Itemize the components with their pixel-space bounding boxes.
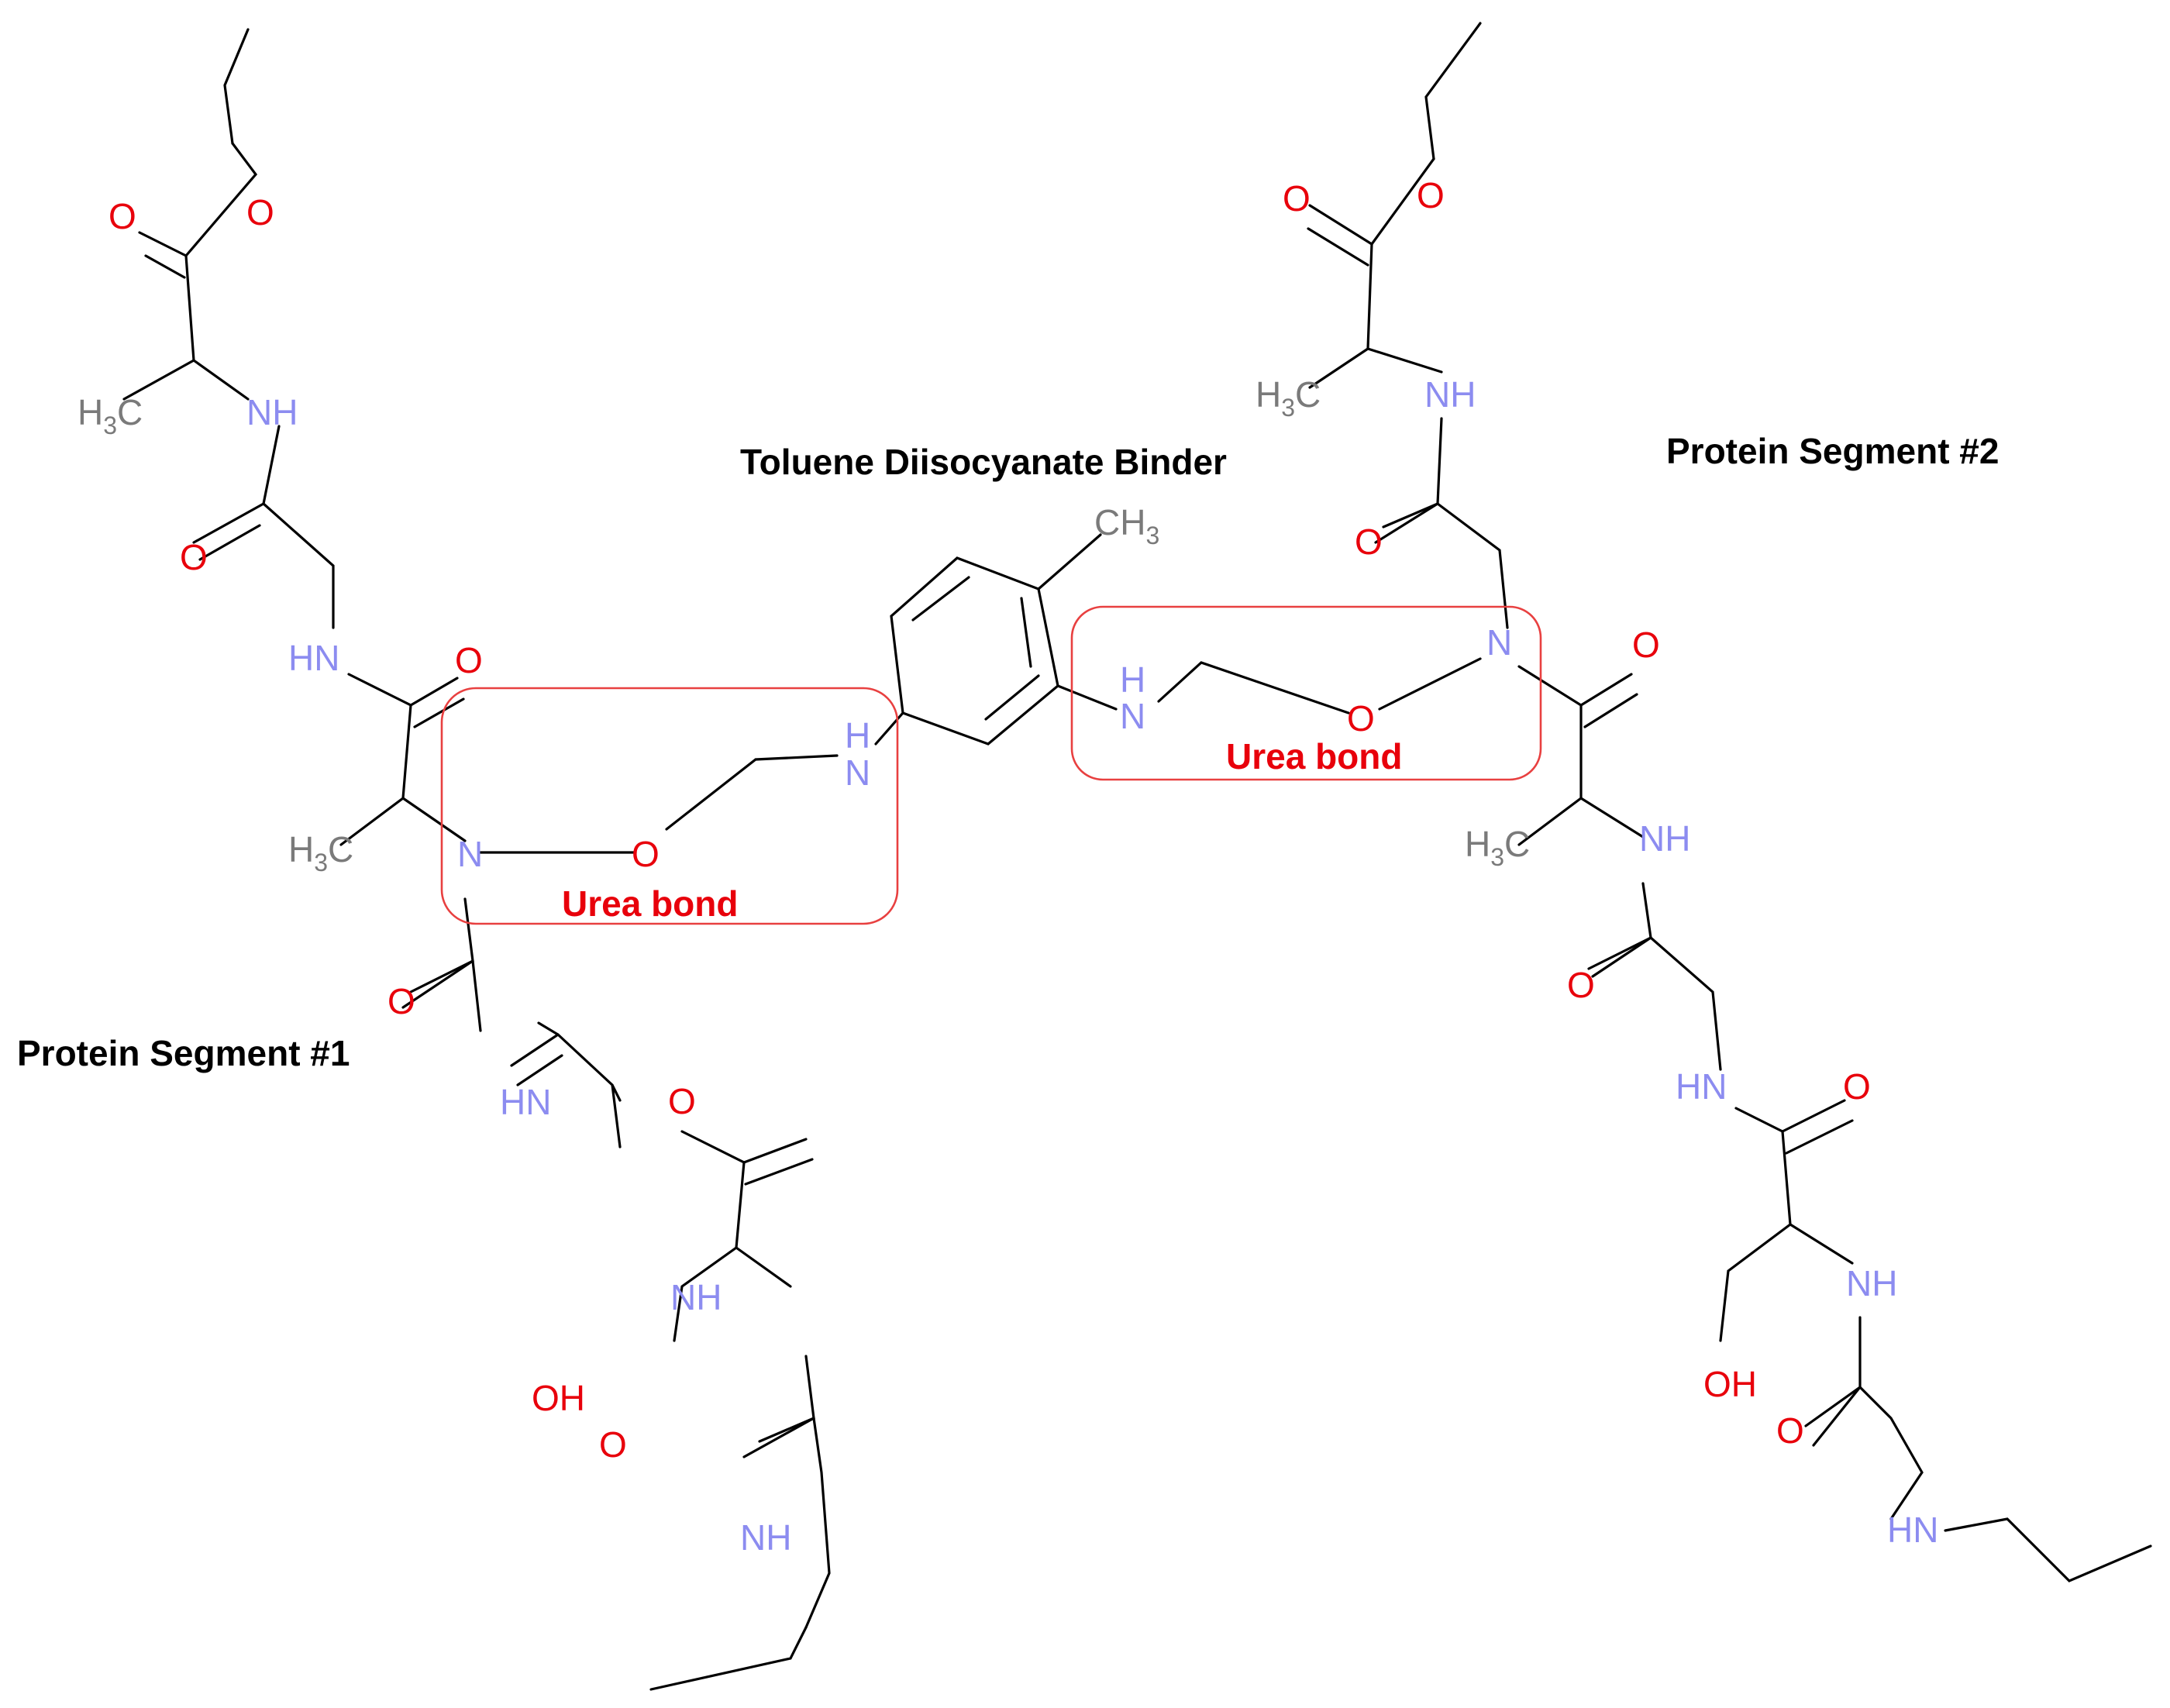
atom-o: O (599, 1424, 627, 1465)
atom-nh: NH (670, 1277, 722, 1317)
atom-hn: HN (500, 1082, 551, 1122)
atom-h3c: H3C (1256, 374, 1321, 422)
linker-atom-labels: H N CH3 H N O N (845, 502, 1512, 793)
atom-nh: NH (1846, 1263, 1897, 1303)
atom-o: O (388, 981, 415, 1021)
atom-oh: OH (532, 1378, 585, 1418)
segment1-bonds (122, 28, 831, 1691)
atom-o: O (108, 196, 136, 236)
atom-o: O (1567, 965, 1595, 1005)
urea-bond-label-left: Urea bond (562, 883, 738, 924)
atom-nh: NH (740, 1517, 791, 1558)
atom-o: O (455, 640, 483, 680)
linker-right-bonds (1157, 657, 1482, 715)
atom-o: O (1632, 625, 1660, 665)
binder-title: Toluene Diisocyanate Binder (740, 442, 1227, 482)
atom-h3c: H3C (78, 392, 143, 439)
atom-o: O (180, 537, 208, 577)
atom-o: O (668, 1081, 696, 1121)
atom-nh: NH (1424, 374, 1476, 415)
atom-o: O (1417, 175, 1445, 215)
atom-o: O (1347, 698, 1375, 739)
atom-o: O (246, 192, 274, 232)
atom-h: H (845, 715, 870, 756)
atom-ch3: CH3 (1094, 502, 1159, 549)
atom-oh: OH (1703, 1364, 1757, 1404)
atom-n: N (1486, 622, 1512, 663)
atom-n: N (845, 752, 870, 793)
atom-nh: NH (246, 392, 298, 432)
linker-left-bonds (479, 711, 904, 854)
atom-o: O (1843, 1066, 1871, 1107)
toluene-bonds (890, 533, 1118, 746)
atom-h3c: H3C (1465, 824, 1530, 871)
atom-hn: HN (1676, 1066, 1727, 1107)
atom-n: N (1120, 696, 1145, 736)
segment2-atom-labels: O O H3C NH O O H3C NH O HN O NH OH O HN (1256, 175, 1938, 1550)
atom-o: O (1355, 522, 1383, 562)
segment2-title: Protein Segment #2 (1666, 431, 1999, 471)
atom-h3c: H3C (288, 829, 353, 876)
segment2-bonds (1307, 22, 2152, 1582)
urea-bond-box-right (1070, 605, 1542, 781)
segment1-atom-labels: O O H3C NH O HN O H3C N O O HN O NH OH O… (78, 192, 791, 1558)
urea-bond-box-left (440, 687, 899, 925)
urea-bond-label-right: Urea bond (1226, 736, 1402, 777)
atom-o: O (632, 834, 660, 874)
atom-hn: HN (1887, 1510, 1938, 1550)
segment1-title: Protein Segment #1 (17, 1033, 350, 1073)
atom-o: O (1776, 1410, 1804, 1451)
atom-o: O (1283, 178, 1311, 219)
atom-h: H (1120, 659, 1145, 700)
atom-hn: HN (288, 638, 339, 678)
atom-n: N (457, 834, 483, 874)
atom-nh: NH (1639, 818, 1690, 859)
